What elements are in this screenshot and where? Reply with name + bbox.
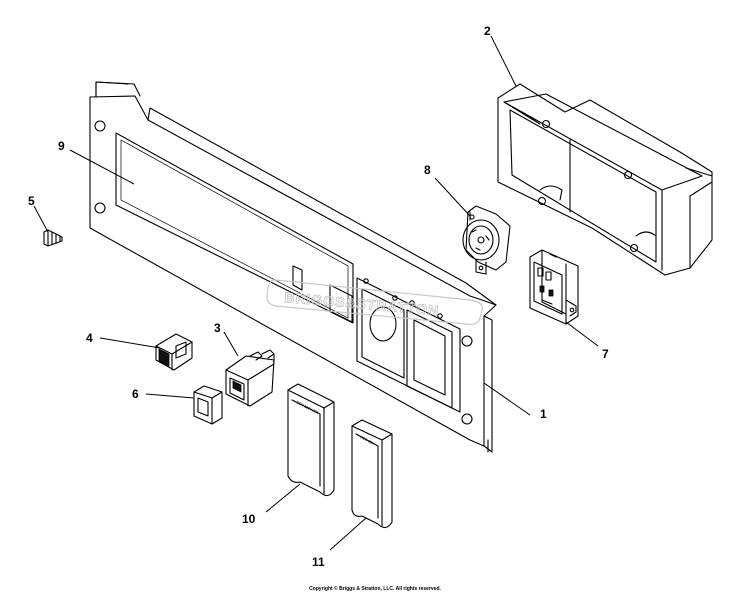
leader-line-4 xyxy=(99,337,161,349)
outlet-cover-small: GEN 20A xyxy=(351,419,393,529)
leader-line-11 xyxy=(329,517,367,551)
control-panel xyxy=(89,81,497,453)
part-label-7: 7 xyxy=(602,347,609,361)
outlet-box xyxy=(497,83,713,276)
part-label-3: 3 xyxy=(214,321,221,335)
gfci-outlet xyxy=(529,249,579,325)
part-label-6: 6 xyxy=(132,387,139,401)
rocker-switch xyxy=(155,333,193,371)
leader-line-3 xyxy=(223,331,239,357)
part-label-4: 4 xyxy=(86,331,93,345)
part-label-2: 2 xyxy=(484,24,491,38)
twist-lock-outlet xyxy=(462,205,511,275)
part-label-9: 9 xyxy=(58,139,65,153)
leader-lines xyxy=(33,35,599,551)
leader-line-7 xyxy=(565,321,599,347)
part-label-1: 1 xyxy=(540,407,547,421)
outlet-cover-large: GEN 120V 30A xyxy=(287,383,335,497)
copyright-notice: Copyright © Briggs & Stratton, LLC. All … xyxy=(309,586,441,592)
leader-line-6 xyxy=(145,393,195,399)
part-label-10: 10 xyxy=(242,512,256,526)
switch xyxy=(225,349,275,407)
leader-line-5 xyxy=(33,205,49,233)
leader-line-8 xyxy=(434,177,471,217)
leader-line-10 xyxy=(265,483,301,513)
part-label-8: 8 xyxy=(424,163,431,177)
part-labels: 1 2 3 4 5 6 7 8 9 10 11 xyxy=(28,24,609,569)
part-label-5: 5 xyxy=(28,194,35,208)
leader-line-1 xyxy=(483,382,531,416)
screw xyxy=(43,229,63,247)
leader-line-9 xyxy=(69,149,135,185)
svg-text:GEN 20A: GEN 20A xyxy=(360,435,376,446)
leader-line-2 xyxy=(490,35,517,87)
part-label-11: 11 xyxy=(312,555,325,569)
switch-cover xyxy=(193,385,223,425)
